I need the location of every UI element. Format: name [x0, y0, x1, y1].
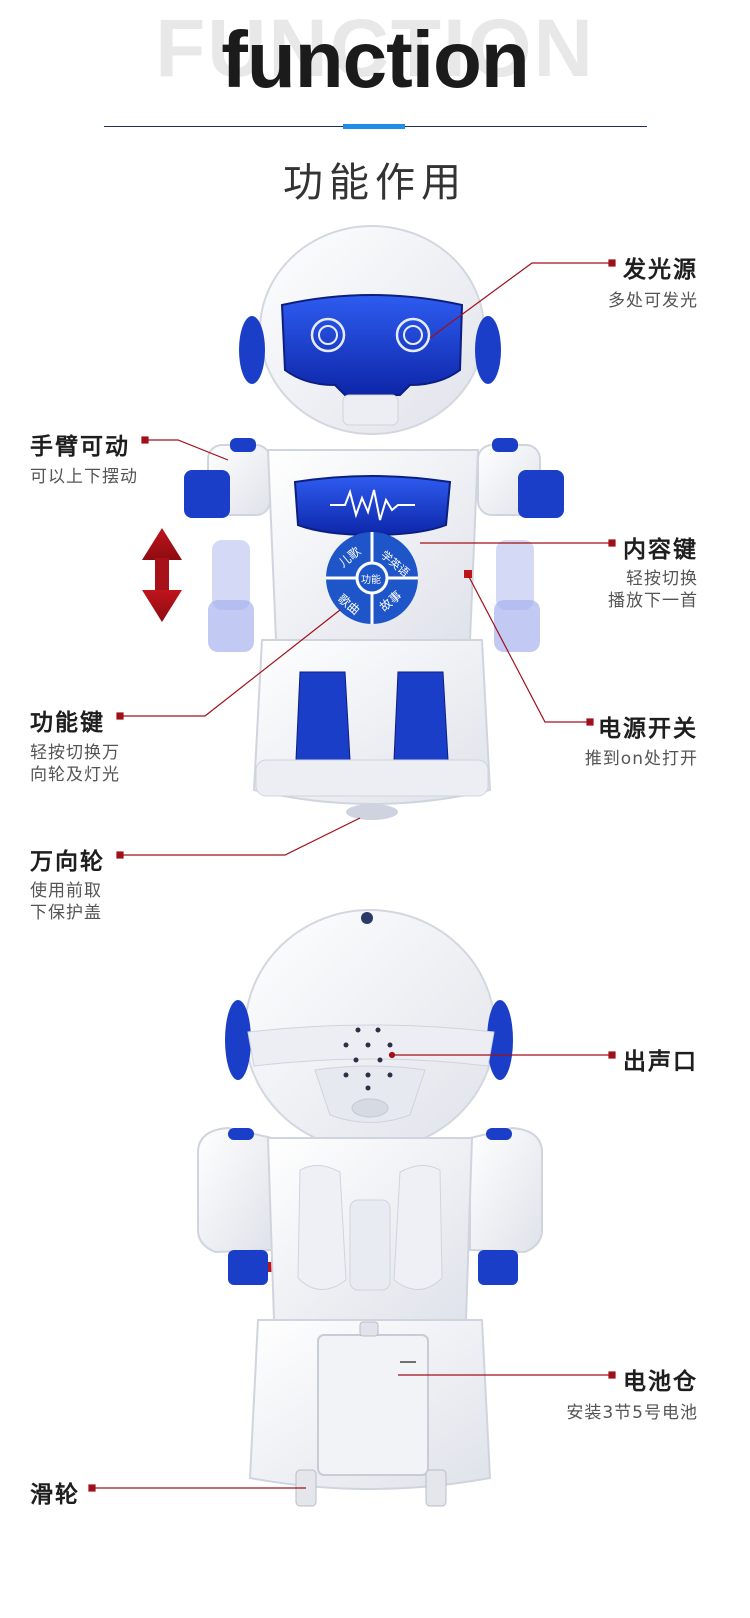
power-switch-desc: 推到on处打开: [584, 749, 698, 769]
up-down-arrow-icon: [142, 528, 182, 622]
function-key-desc-line2: 向轮及灯光: [30, 765, 120, 785]
front-leader-lines: [116, 259, 616, 859]
arm-desc: 可以上下摆动: [30, 467, 138, 487]
pulley-title: 滑轮: [30, 1482, 80, 1508]
back-leader-lines: [88, 1051, 616, 1492]
wheel-title: 万向轮: [30, 849, 105, 875]
content-key-title: 内容键: [623, 537, 698, 563]
power-switch-title: 电源开关: [598, 716, 698, 742]
back-robot: [197, 909, 543, 1507]
battery-title: 电池仓: [623, 1369, 698, 1395]
light-source-desc: 多处可发光: [608, 291, 698, 311]
battery-desc: 安装3节5号电池: [566, 1403, 698, 1423]
front-robot: [184, 225, 564, 820]
page-subtitle: 功能作用: [283, 160, 467, 206]
wheel-desc-line1: 使用前取: [30, 881, 102, 901]
button-label-center: 功能: [361, 573, 381, 586]
function-key-title: 功能键: [30, 710, 105, 736]
page-title: function: [221, 15, 529, 104]
content-key-desc-line2: 播放下一首: [608, 591, 698, 611]
content-key-desc-line1: 轻按切换: [626, 569, 698, 589]
speaker-title: 出声口: [623, 1049, 698, 1075]
arm-title: 手臂可动: [30, 434, 130, 460]
header-ghost-text: FUNCTION: [155, 3, 595, 94]
wheel-desc-line2: 下保护盖: [30, 903, 102, 923]
light-source-title: 发光源: [623, 257, 698, 283]
title-divider-accent: [343, 124, 405, 129]
function-key-desc-line1: 轻按切换万: [30, 743, 120, 763]
